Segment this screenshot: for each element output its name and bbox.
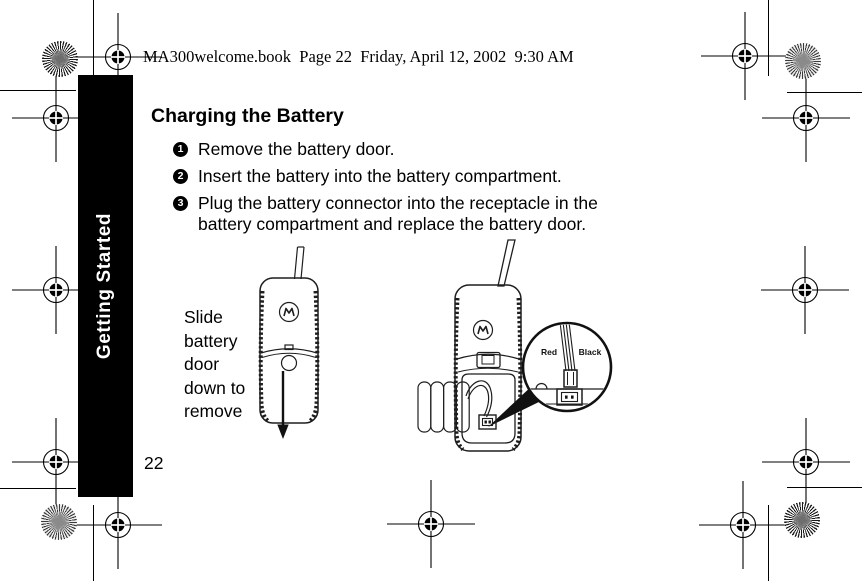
step-number-badge: 1 [173, 142, 188, 157]
trim-mark [93, 0, 94, 76]
caption-line: remove [184, 401, 243, 421]
page-number: 22 [144, 453, 164, 473]
registration-mark-icon [762, 418, 850, 506]
section-tab-label: Getting Started [94, 212, 116, 360]
registration-mark-icon [699, 481, 787, 569]
steps-list: 1 Remove the battery door. 2 Insert the … [173, 139, 673, 241]
registration-mark-icon [74, 481, 162, 569]
step-text: Plug the battery connector into the rece… [198, 193, 598, 234]
illustration-caption: Slide battery door down to remove [184, 306, 245, 424]
trim-mark [768, 0, 769, 76]
trim-mark [768, 505, 769, 581]
step-number-badge: 2 [173, 169, 188, 184]
finger-hold [280, 354, 298, 372]
step-text: Insert the battery into the battery comp… [198, 166, 562, 186]
caption-line: door [184, 354, 220, 374]
page-title: Charging the Battery [151, 105, 344, 127]
connector-plug-zoom [563, 369, 578, 388]
scan-header-text: MA300welcome.book Page 22 Friday, April … [143, 47, 574, 66]
phone-battery-connector-illustration: Red Black [417, 239, 613, 452]
registration-mark-icon [762, 74, 850, 162]
receptacle-zoom [556, 388, 583, 406]
trim-mark [787, 92, 862, 93]
list-item: 3 Plug the battery connector into the re… [173, 193, 673, 234]
callout-pointer [488, 384, 545, 427]
list-item: 2 Insert the battery into the battery co… [173, 166, 673, 187]
motorola-logo-icon [472, 319, 494, 341]
trim-mark [0, 488, 76, 489]
caption-line: down to [184, 377, 246, 398]
wire-label-black: Black [579, 347, 602, 357]
registration-mark-icon [387, 480, 475, 568]
battery-connector [478, 414, 497, 430]
wire-label-red: Red [541, 347, 557, 357]
caption-line: battery [184, 330, 238, 351]
star-target-icon [785, 43, 821, 79]
step-text: Remove the battery door. [198, 139, 395, 159]
list-item: 1 Remove the battery door. [173, 139, 673, 160]
step-number-badge: 3 [173, 196, 188, 211]
trim-mark [787, 487, 862, 488]
caption-line: Slide [184, 307, 223, 327]
battery-pack [417, 381, 470, 433]
battery-wire [467, 384, 490, 417]
trim-mark [93, 505, 94, 581]
star-target-icon [42, 41, 78, 77]
star-target-icon [41, 504, 77, 540]
trim-mark [0, 90, 76, 91]
registration-mark-icon [701, 12, 789, 100]
registration-mark-icon [12, 74, 100, 162]
registration-mark-icon [12, 418, 100, 506]
battery-wire [465, 380, 493, 418]
registration-mark-icon [761, 246, 849, 334]
section-tab-getting-started: Getting Started [78, 75, 133, 497]
motorola-logo-icon [278, 301, 300, 323]
star-target-icon [784, 502, 820, 538]
phone-battery-door-illustration [258, 246, 320, 439]
